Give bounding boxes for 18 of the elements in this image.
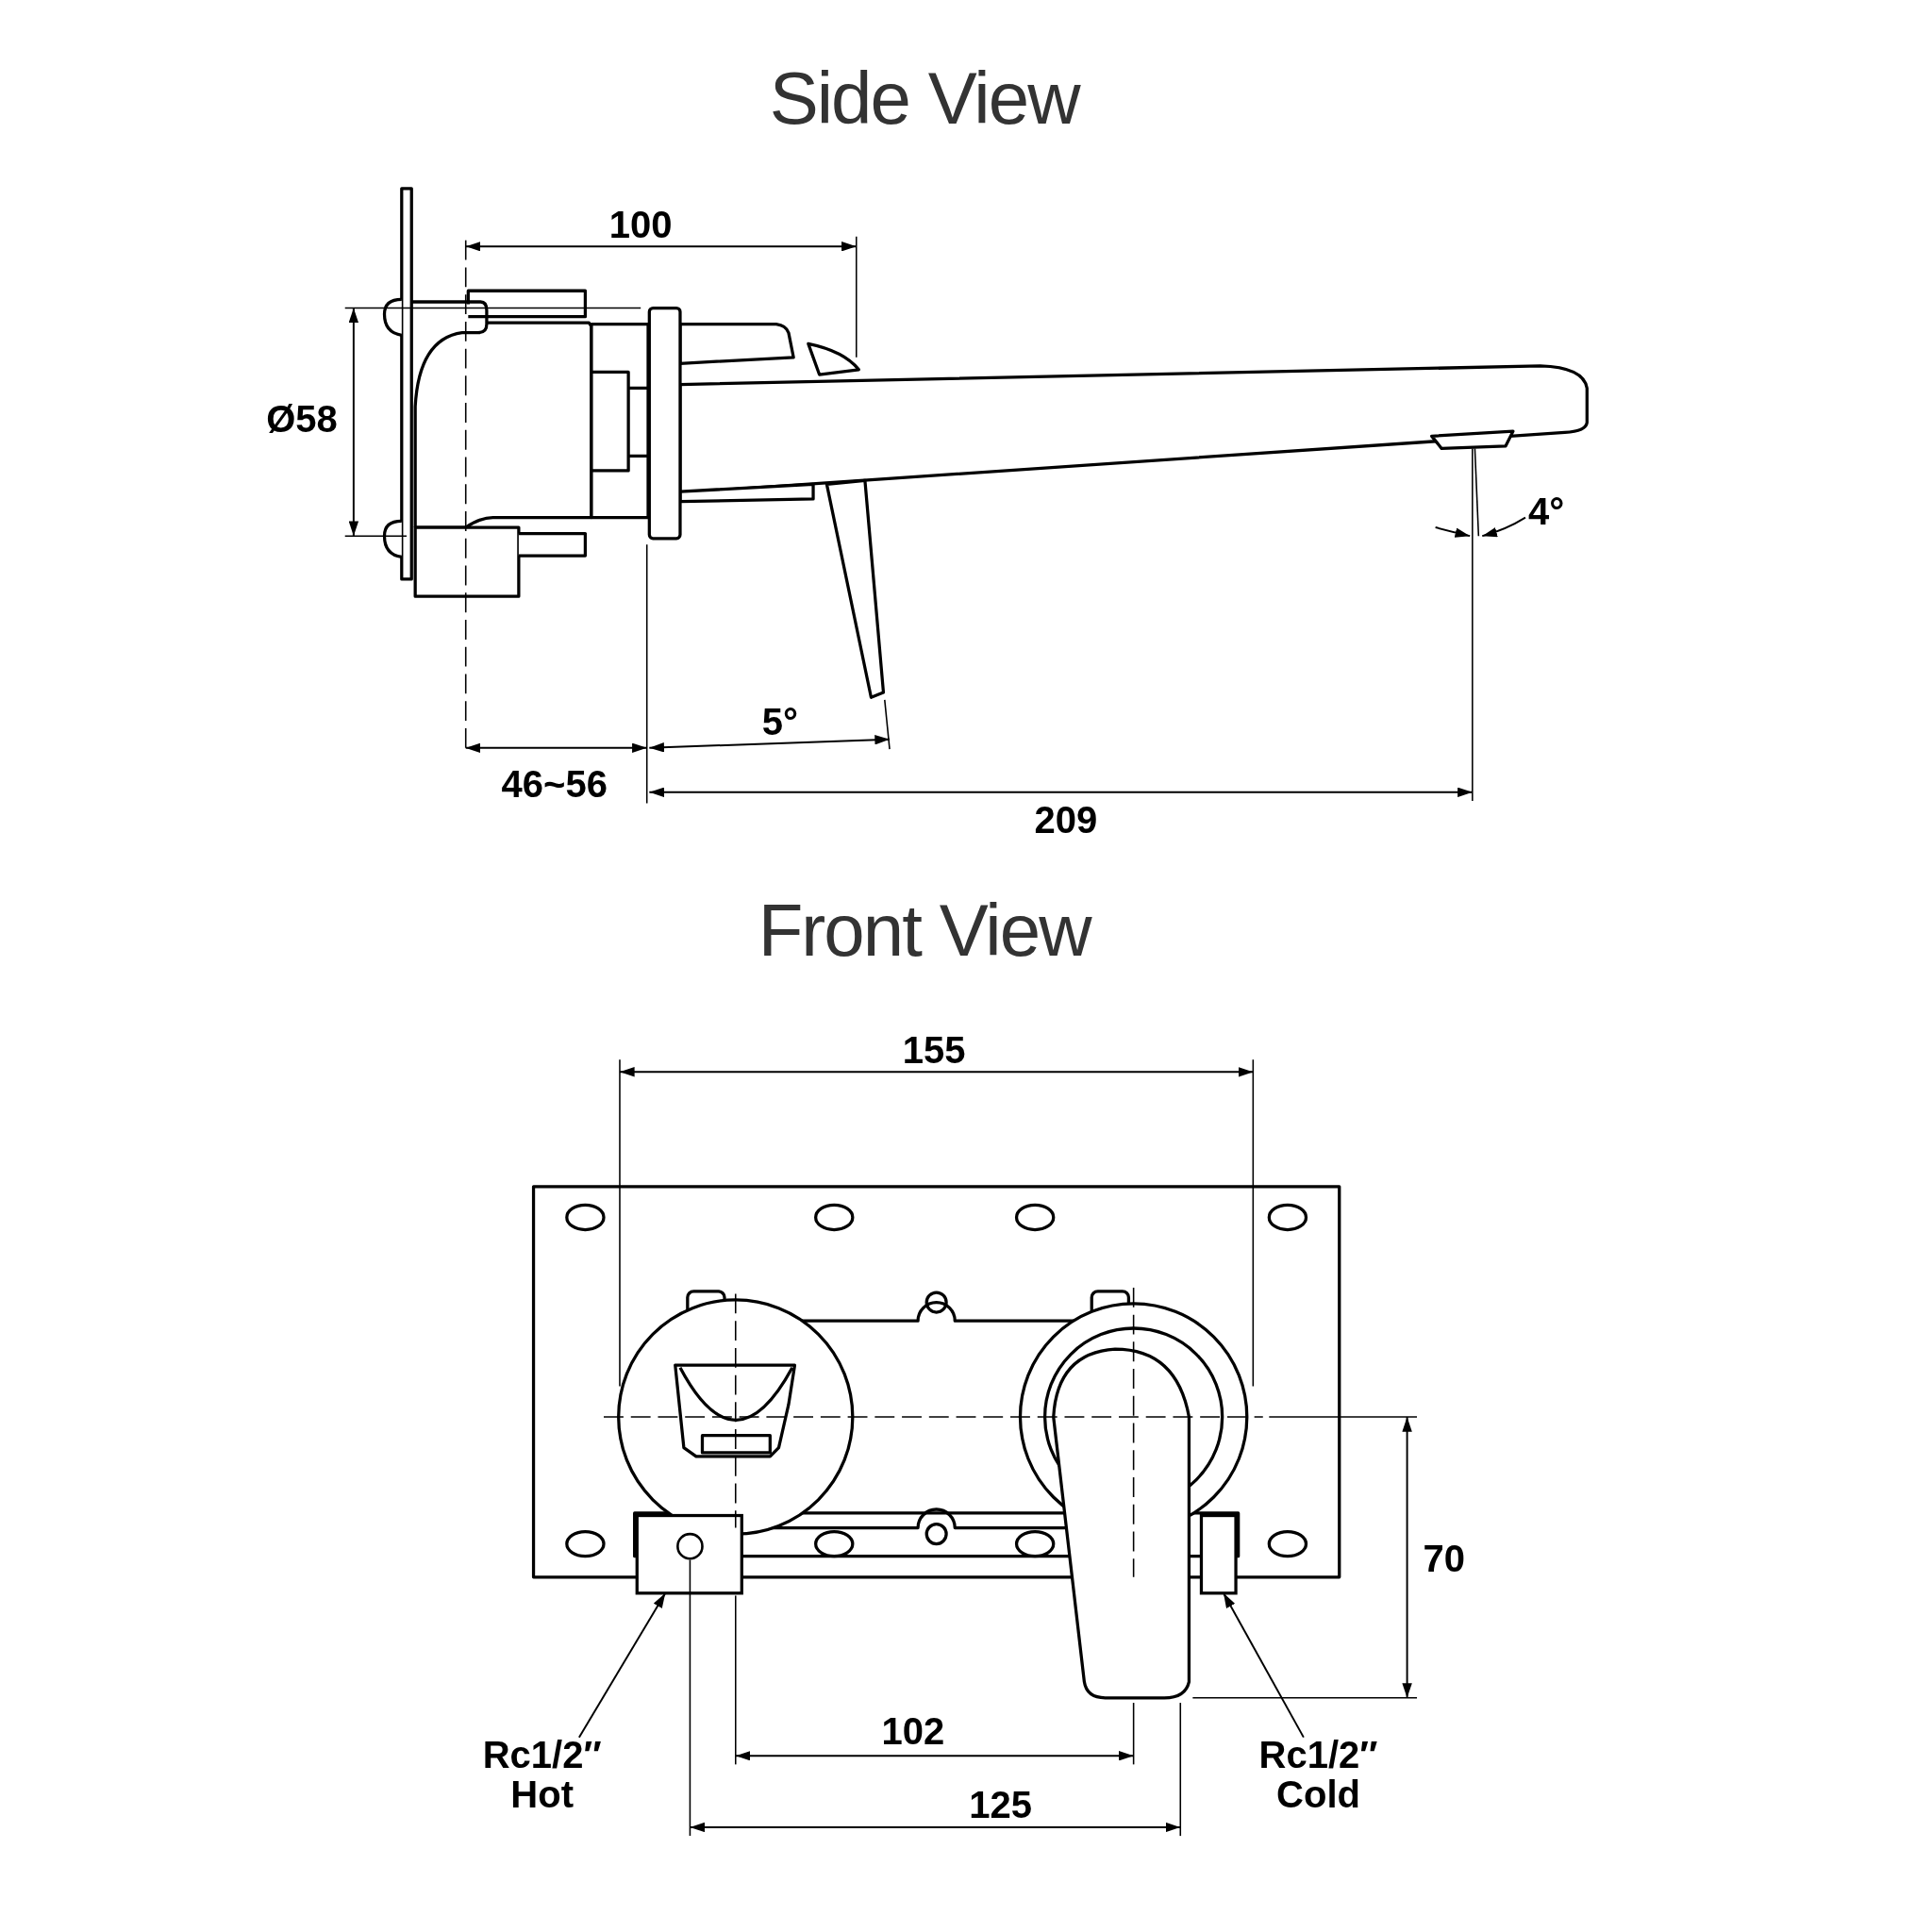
dimension-label: Ø58 [266,400,338,439]
dimension-label: 4° [1528,492,1565,531]
dimension-label: 46~56 [501,764,608,803]
leader-line [577,1591,667,1739]
view-title: Front View [758,893,1091,968]
inlet-fitting [1199,1513,1238,1595]
leader-label: Rc1/2″ Cold [1258,1734,1378,1814]
inlet-fitting [635,1513,743,1595]
leader-line [1223,1591,1305,1739]
dimension-label: 155 [902,1030,966,1069]
dimension-label: 5° [761,703,798,741]
view-title: Side View [769,61,1079,136]
dimension-label: 209 [1034,800,1098,839]
leader-label: Rc1/2″ Hot [482,1734,602,1814]
dimension-label: 125 [969,1786,1032,1824]
dimension-label: 70 [1423,1540,1465,1578]
dimension-label: 100 [608,205,673,243]
dimension-label: 102 [881,1712,945,1751]
